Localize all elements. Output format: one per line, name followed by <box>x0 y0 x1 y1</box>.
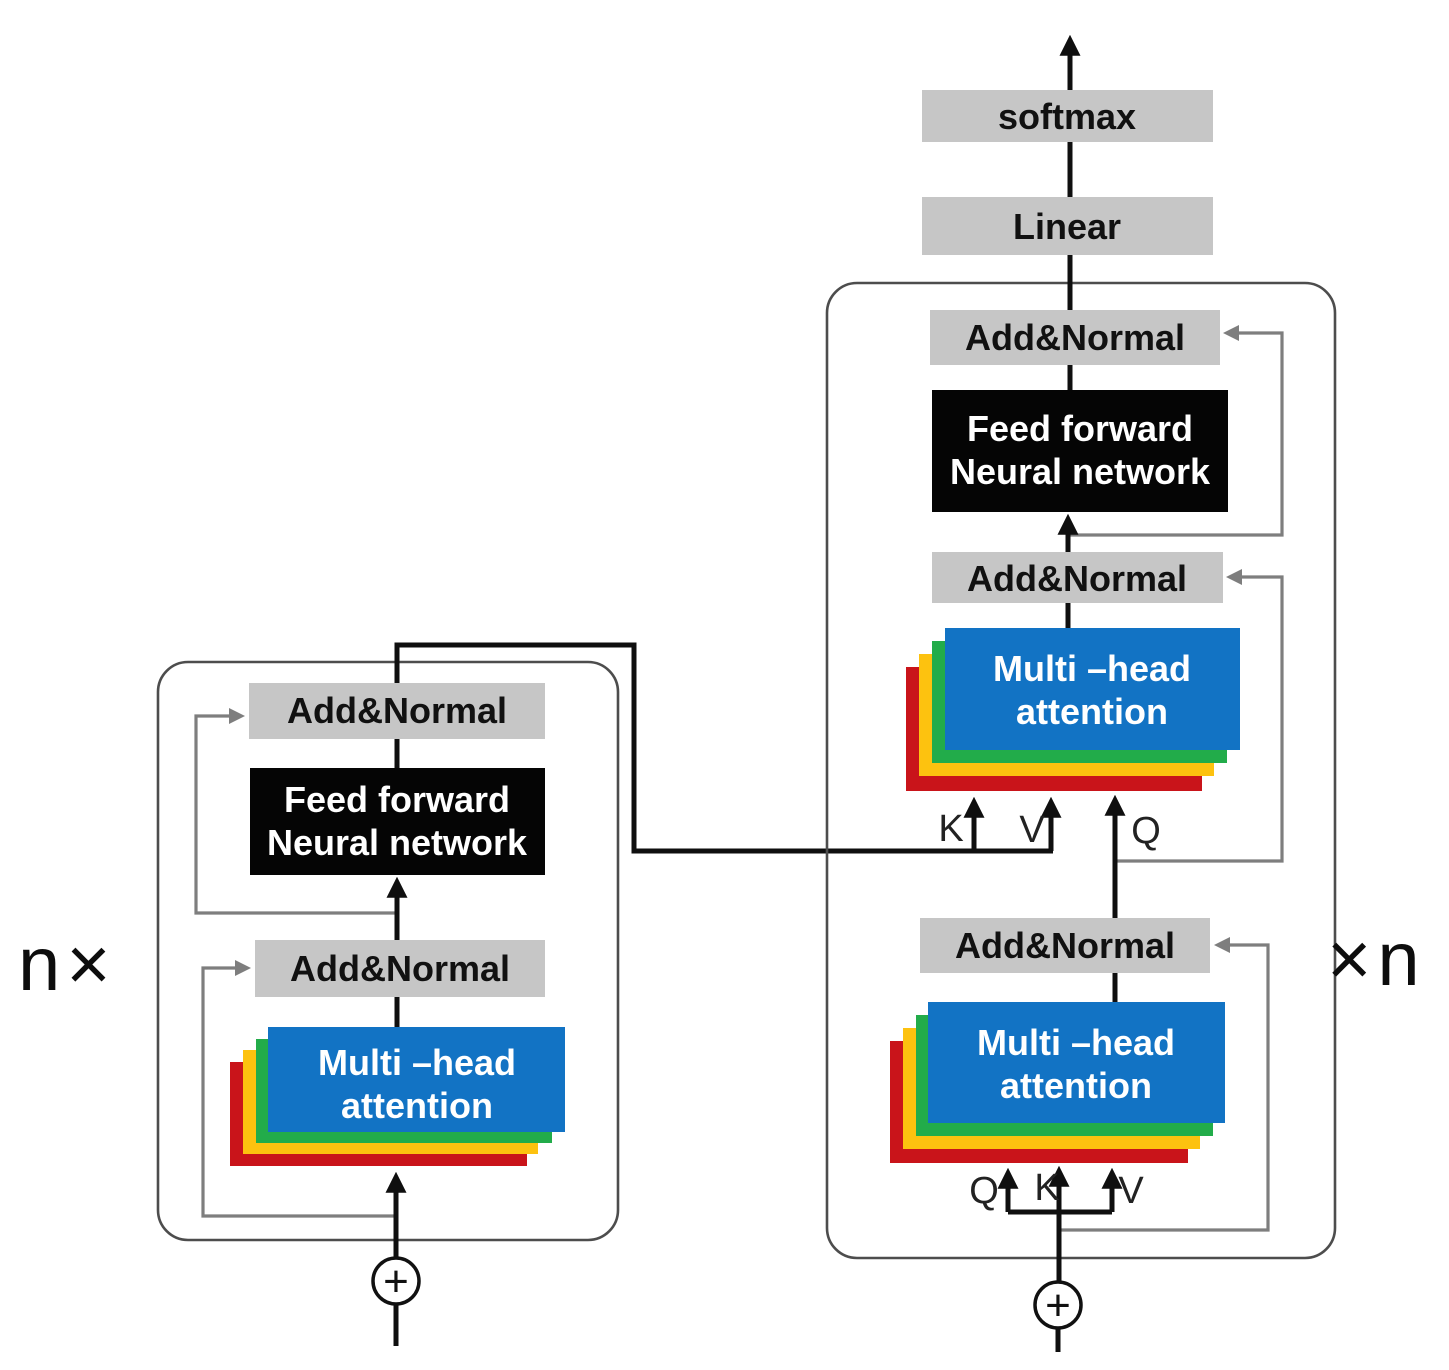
decoder-ffn-label-line2: Neural network <box>950 451 1211 492</box>
decoder-add-normal-top-box <box>930 310 1220 365</box>
encoder-add-normal-bottom-box <box>255 940 545 997</box>
decoder-frame <box>825 281 1337 1260</box>
decoder-residual-self-attention <box>1059 937 1270 1232</box>
encoder-output-line <box>394 642 1053 854</box>
decoder-add-normal-top: Add&Normal <box>930 310 1220 365</box>
decoder-cross-attention-stack: Multi –head attention <box>906 628 1240 791</box>
decoder-self-attention-box <box>928 1002 1225 1123</box>
self-input-k-label: K <box>1034 1167 1059 1209</box>
linear-stage: Linear <box>922 197 1213 255</box>
linear-box <box>922 197 1213 255</box>
encoder-ffn-label-line2: Neural network <box>267 822 528 863</box>
encoder-mha-label-line2: attention <box>341 1085 493 1126</box>
encoder-feed-forward: Feed forward Neural network <box>250 768 545 875</box>
decoder-cross-attention-box <box>945 628 1240 750</box>
encoder-residual-ffn <box>194 708 397 915</box>
decoder-plus-icon: + <box>1045 1281 1071 1330</box>
decoder-sum-circle <box>1033 1280 1083 1330</box>
encoder-mha-label-line1: Multi –head <box>318 1042 516 1083</box>
cross-input-k-label: K <box>938 808 963 850</box>
encoder-add-normal-top-box <box>249 683 545 739</box>
encoder-feed-forward-box <box>250 768 545 875</box>
self-input-v-label: V <box>1118 1170 1144 1212</box>
softmax-stage: softmax <box>922 90 1213 142</box>
decoder-add-normal-bottom-box <box>920 918 1210 973</box>
encoder-residual-attention <box>201 960 397 1218</box>
decoder-cross-mha-label-line2: attention <box>1016 691 1168 732</box>
decoder-add-normal-bottom-label: Add&Normal <box>955 925 1175 966</box>
decoder-cross-mha-label-line1: Multi –head <box>993 648 1191 689</box>
decoder-add-normal-middle: Add&Normal <box>932 552 1223 603</box>
decoder-repeat-label: ×n <box>1327 917 1426 1002</box>
encoder-plus-icon: + <box>383 1257 409 1306</box>
encoder-add-normal-bottom-label: Add&Normal <box>290 948 510 989</box>
softmax-label: softmax <box>998 96 1136 137</box>
decoder-feed-forward: Feed forward Neural network <box>932 390 1228 512</box>
decoder-add-normal-bottom: Add&Normal <box>920 918 1210 973</box>
linear-label: Linear <box>1013 206 1121 247</box>
decoder-residual-cross-attention <box>1115 569 1284 863</box>
encoder-add-normal-top-label: Add&Normal <box>287 690 507 731</box>
cross-input-v-label: V <box>1019 809 1045 851</box>
encoder-add-normal-bottom: Add&Normal <box>255 940 545 997</box>
encoder-multi-head-attention-box <box>268 1027 565 1132</box>
softmax-box <box>922 90 1213 142</box>
decoder-self-attention-stack: Multi –head attention <box>890 1002 1225 1163</box>
decoder-residual-ffn <box>1068 325 1284 537</box>
decoder-add-normal-middle-box <box>932 552 1223 603</box>
decoder-self-mha-label-line2: attention <box>1000 1065 1152 1106</box>
encoder-add-normal-top: Add&Normal <box>249 683 545 739</box>
decoder-add-normal-middle-label: Add&Normal <box>967 558 1187 599</box>
decoder-block: softmax Linear Add&Normal Feed forward N… <box>825 34 1426 1352</box>
encoder-ffn-label-line1: Feed forward <box>284 779 510 820</box>
encoder-block: Multi –head attention Add&Normal Feed fo… <box>18 642 1062 1346</box>
encoder-repeat-label: n× <box>18 922 117 1007</box>
encoder-attention-stack: Multi –head attention <box>230 1027 565 1166</box>
decoder-feed-forward-box <box>932 390 1228 512</box>
decoder-self-mha-label-line1: Multi –head <box>977 1022 1175 1063</box>
self-input-q-label: Q <box>969 1170 999 1212</box>
encoder-sum-circle <box>371 1256 421 1306</box>
decoder-add-normal-top-label: Add&Normal <box>965 317 1185 358</box>
encoder-frame <box>156 660 620 1242</box>
decoder-ffn-label-line1: Feed forward <box>967 408 1193 449</box>
cross-input-q-label: Q <box>1131 810 1161 852</box>
